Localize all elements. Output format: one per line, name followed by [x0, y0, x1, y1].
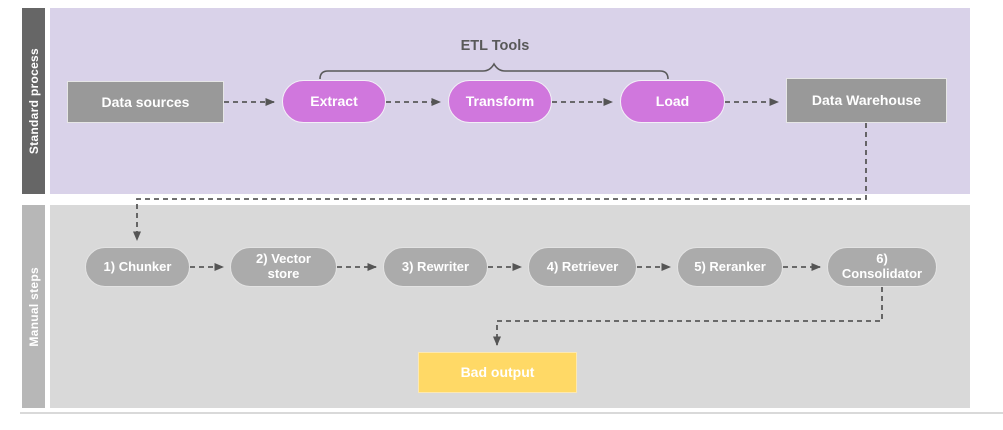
node-label: 1) Chunker — [103, 258, 172, 274]
node-label: Data sources — [101, 93, 190, 110]
manual-steps-lane-label: Manual steps — [22, 205, 45, 408]
node-bad-output: Bad output — [418, 352, 577, 393]
node-consolidator: 6) Consolidator — [827, 247, 937, 287]
node-label: Extract — [310, 93, 358, 110]
node-reranker: 5) Reranker — [677, 247, 783, 287]
node-label: Bad output — [460, 364, 535, 381]
bottom-divider — [20, 412, 1003, 414]
node-label: Transform — [465, 93, 535, 110]
node-label: Data Warehouse — [811, 92, 922, 109]
node-data-warehouse: Data Warehouse — [786, 78, 947, 123]
node-label: 5) Reranker — [694, 258, 766, 274]
lane-label-text: Manual steps — [26, 266, 41, 347]
node-label: 4) Retriever — [546, 258, 619, 274]
node-data-sources: Data sources — [67, 81, 224, 123]
node-transform: Transform — [448, 80, 552, 123]
lane-label-text: Standard process — [26, 47, 41, 155]
node-load: Load — [620, 80, 725, 123]
node-label: 2) Vector store — [256, 251, 311, 281]
node-rewriter: 3) Rewriter — [383, 247, 488, 287]
node-label: 3) Rewriter — [401, 258, 470, 274]
node-vector-store: 2) Vector store — [230, 247, 337, 287]
node-retriever: 4) Retriever — [528, 247, 637, 287]
node-label: Load — [655, 93, 690, 110]
node-extract: Extract — [282, 80, 386, 123]
node-label: 6) Consolidator — [841, 251, 923, 281]
standard-process-lane-label: Standard process — [22, 8, 45, 194]
etl-tools-label: ETL Tools — [460, 38, 530, 54]
node-chunker: 1) Chunker — [85, 247, 190, 287]
